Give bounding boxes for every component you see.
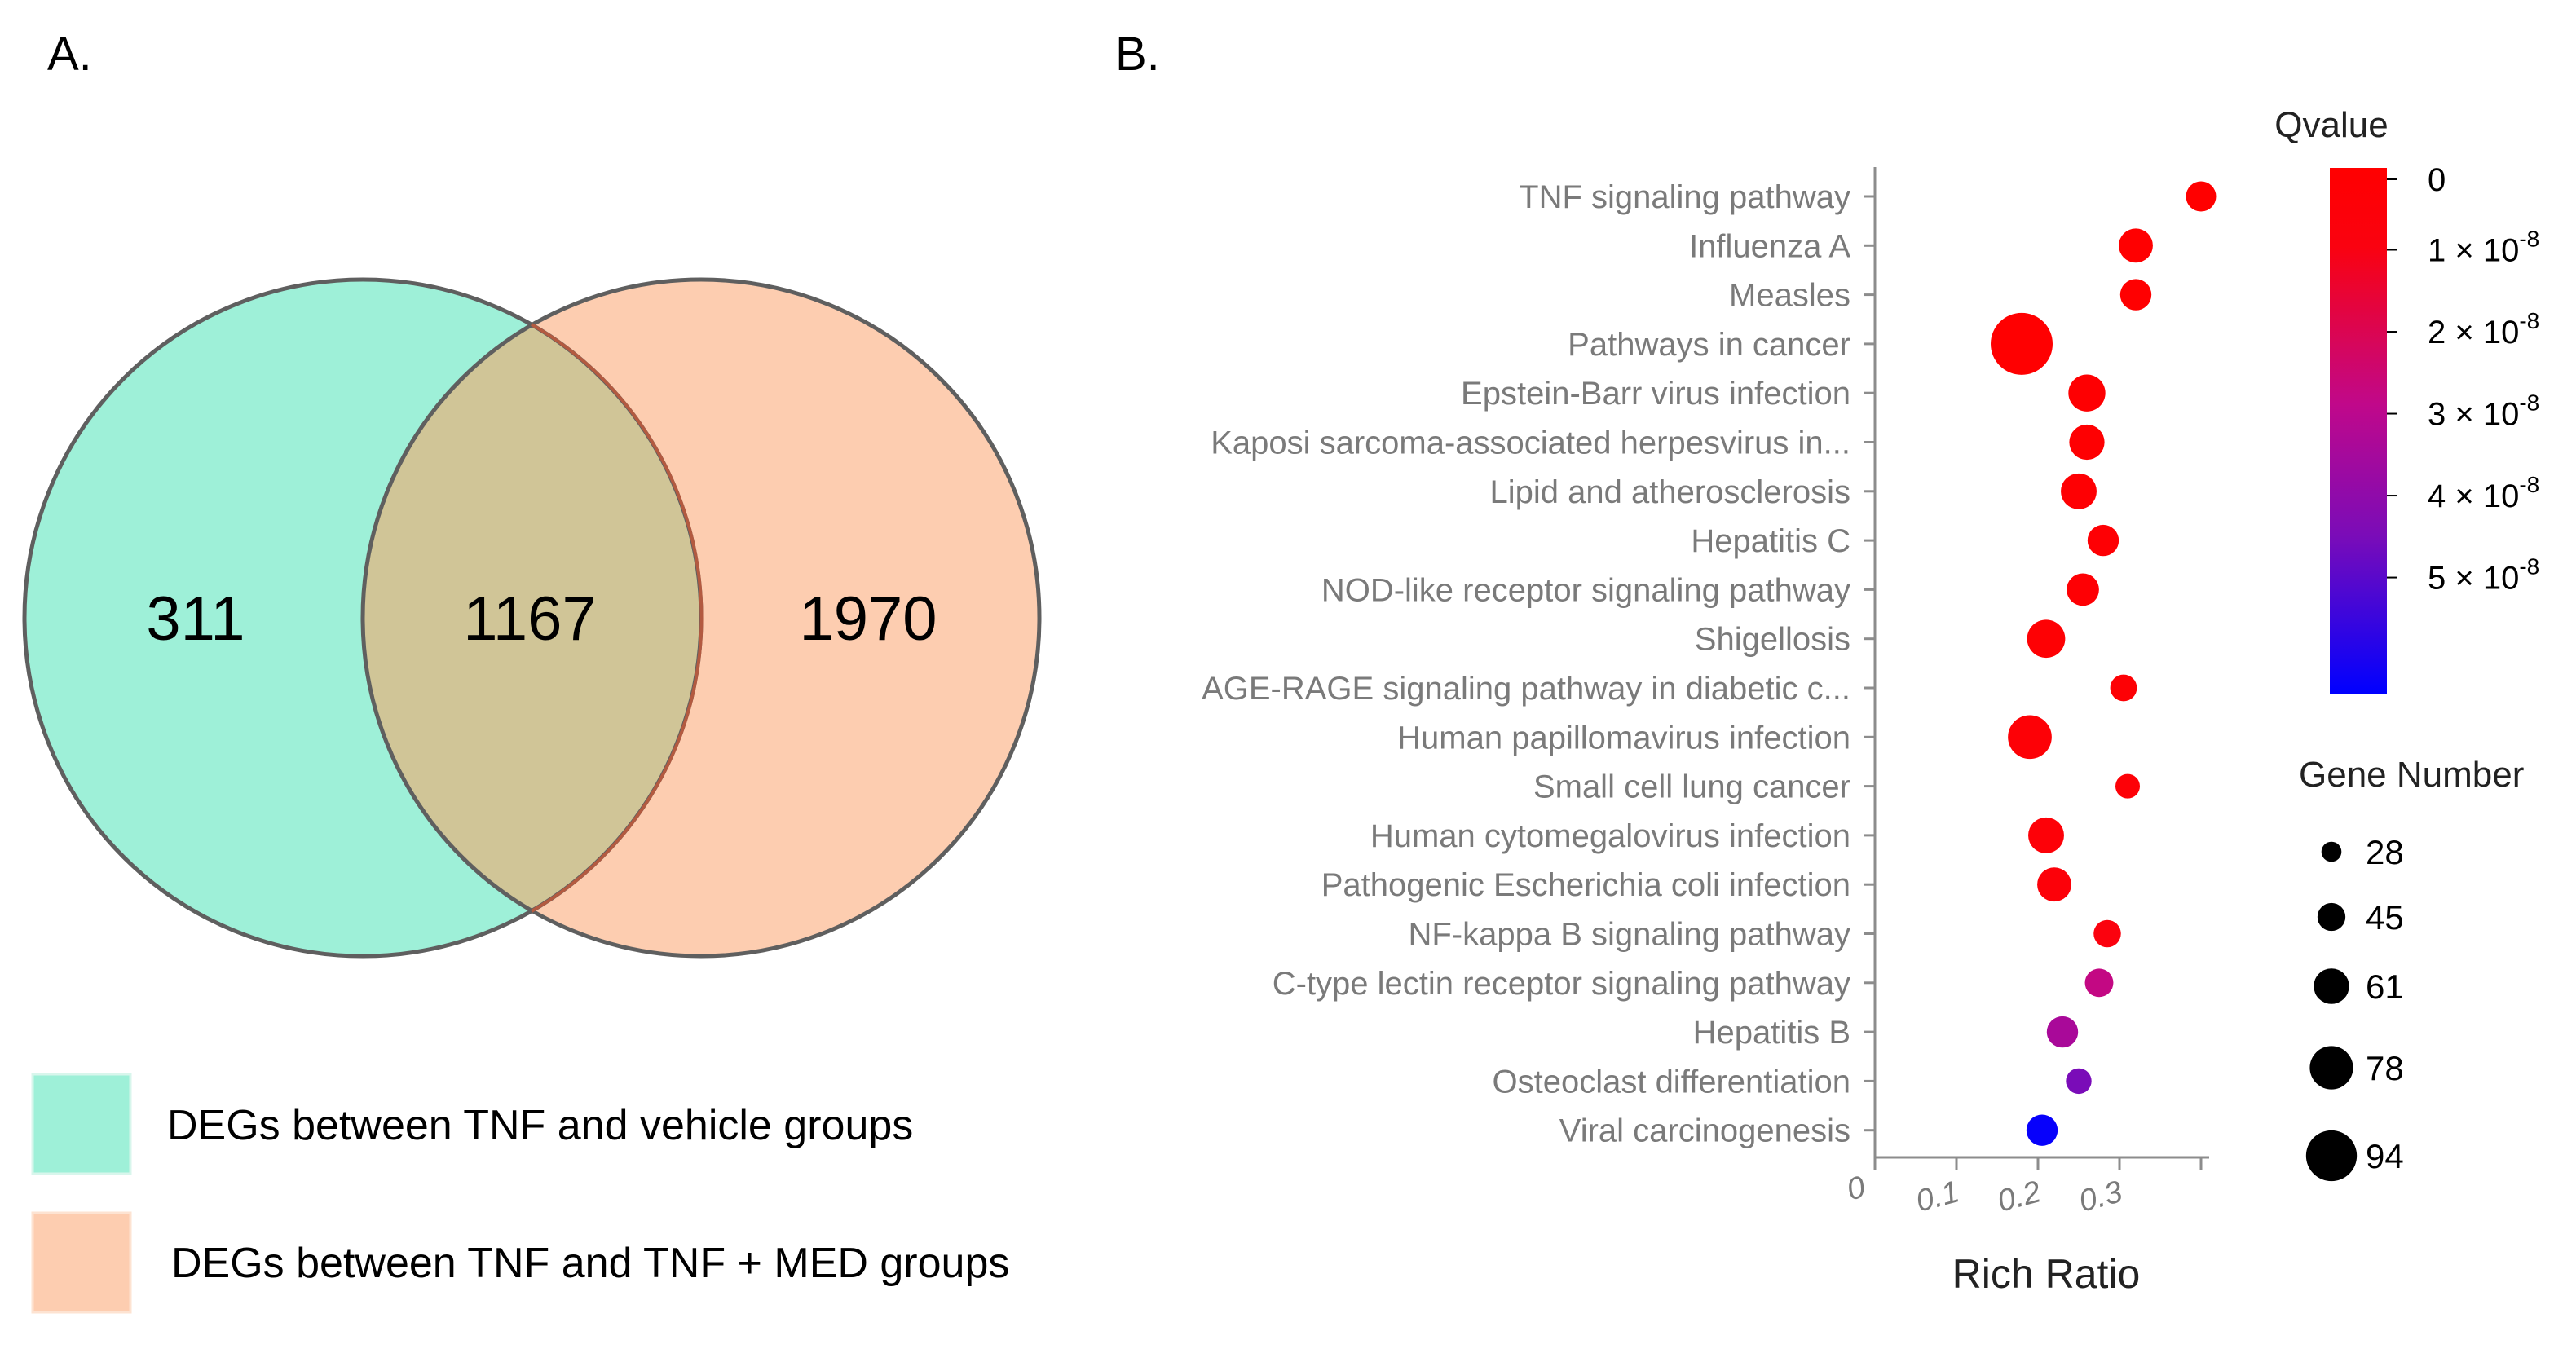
venn-circle-right-outline (360, 277, 1042, 959)
gene-number-swatch (2305, 1130, 2358, 1182)
qvalue-tick-label: 5 × 10-8 (2428, 554, 2539, 597)
bubble-point (1991, 312, 2053, 375)
gene-number-swatch (2314, 968, 2349, 1004)
legend-label-vehicle: DEGs between TNF and vehicle groups (167, 1102, 913, 1149)
gene-number-swatch (2317, 902, 2346, 932)
panel-b-label: B. (1115, 28, 1160, 81)
bubble-point (2084, 968, 2114, 998)
y-tick-label: Lipid and atherosclerosis (1490, 474, 1850, 510)
y-tick-label: Kaposi sarcoma-associated herpesvirus in… (1211, 425, 1850, 461)
gene-number-legend-title: Gene Number (2299, 755, 2524, 795)
y-tick-label: Epstein-Barr virus infection (1461, 376, 1850, 412)
gene-number-label: 45 (2366, 898, 2404, 937)
y-tick-label: AGE-RAGE signaling pathway in diabetic c… (1202, 671, 1850, 707)
y-tick-label: Shigellosis (1695, 622, 1850, 658)
gene-number-items: 28 45 61 78 94 (2305, 833, 2404, 1182)
bubble-point (2061, 473, 2097, 509)
bubble-point (2028, 817, 2064, 853)
y-tick-label: C-type lectin receptor signaling pathway (1273, 966, 1850, 1002)
bubble-point (2115, 773, 2140, 799)
gene-number-swatch (2321, 841, 2342, 862)
gene-number-label: 28 (2366, 833, 2404, 871)
bubble-point (2119, 228, 2153, 263)
y-tick-label: Measles (1729, 278, 1850, 314)
gene-number-label: 94 (2366, 1137, 2404, 1175)
legend-label-med: DEGs between TNF and TNF + MED groups (171, 1240, 1009, 1287)
venn-overlap-edge (531, 323, 704, 913)
bubble-point (2066, 1068, 2092, 1095)
bubble-point (2110, 674, 2137, 702)
bubble-point (2087, 524, 2119, 557)
x-tick-label: 0.1 (1912, 1175, 1963, 1219)
x-tick-label: 0.2 (1994, 1175, 2044, 1219)
y-tick-label: TNF signaling pathway (1519, 179, 1850, 215)
x-tick-label: 0.3 (2075, 1175, 2126, 1219)
qvalue-tick-label: 3 × 10-8 (2428, 390, 2539, 433)
y-tick-label: Viral carcinogenesis (1559, 1113, 1850, 1149)
venn-overlap-count: 1167 (463, 584, 596, 654)
qvalue-tick-label: 1 × 10-8 (2428, 227, 2539, 269)
legend-swatch-vehicle (31, 1073, 132, 1175)
x-tick-label: 0 (1843, 1170, 1868, 1207)
panel-a-label: A. (47, 28, 92, 81)
bubble-point (2037, 867, 2071, 902)
x-axis-title: Rich Ratio (1952, 1251, 2141, 1297)
bubble-point (2027, 619, 2066, 659)
qvalue-tick-label: 0 (2428, 162, 2446, 198)
gene-number-label: 61 (2366, 967, 2404, 1006)
gene-number-swatch (2309, 1046, 2353, 1090)
bubble-point (2026, 1114, 2058, 1146)
venn-right-count: 1970 (799, 584, 937, 654)
gene-number-label: 78 (2366, 1049, 2404, 1087)
y-tick-label: Influenza A (1689, 228, 1850, 264)
y-tick-label: Hepatitis B (1693, 1015, 1850, 1051)
qvalue-gradient-bar (2330, 168, 2387, 694)
venn-diagram: 311 1167 1970 (22, 277, 1042, 959)
bubble-point (2119, 279, 2152, 311)
y-tick-label: NF-kappa B signaling pathway (1408, 917, 1850, 953)
y-tick-label: Pathogenic Escherichia coli infection (1321, 867, 1850, 903)
venn-overlap (363, 280, 701, 956)
bubble-point (2046, 1016, 2079, 1048)
qvalue-colorbar-legend: Qvalue 0 1 × 10-8 2 × 10-8 3 × 10-8 4 × 10-8… (2274, 105, 2539, 694)
bubbles (1991, 181, 2217, 1146)
venn-left-count: 311 (146, 584, 245, 654)
gene-number-legend: Gene Number 28 45 61 78 94 (2299, 755, 2524, 1182)
y-tick-label: Small cell lung cancer (1533, 769, 1850, 805)
qvalue-legend-title: Qvalue (2274, 105, 2388, 145)
venn-legend: DEGs between TNF and vehicle groups DEGs… (31, 1073, 1009, 1314)
qvalue-tick-label: 4 × 10-8 (2428, 472, 2539, 514)
bubble-point (2186, 181, 2217, 212)
bubble-point (2068, 374, 2106, 412)
y-tick-label: Human papillomavirus infection (1397, 720, 1850, 756)
qvalue-tick-label: 2 × 10-8 (2428, 308, 2539, 350)
y-tick-label: NOD-like receptor signaling pathway (1321, 572, 1850, 608)
x-axis-ticks: 0 0.1 0.2 0.3 (1843, 1157, 2203, 1219)
qvalue-ticks: 0 1 × 10-8 2 × 10-8 3 × 10-8 4 × 10-8 5 × 10-… (2387, 162, 2539, 597)
y-tick-label: Pathways in cancer (1568, 327, 1850, 363)
bubble-point (2008, 715, 2052, 760)
y-tick-label: Hepatitis C (1691, 523, 1850, 559)
legend-swatch-med (31, 1211, 132, 1314)
y-tick-label: Human cytomegalovirus infection (1370, 818, 1850, 854)
bubble-point (2069, 424, 2105, 461)
bubble-point (2093, 919, 2121, 948)
y-tick-label: Osteoclast differentiation (1492, 1064, 1850, 1100)
bubble-point (2067, 573, 2099, 606)
